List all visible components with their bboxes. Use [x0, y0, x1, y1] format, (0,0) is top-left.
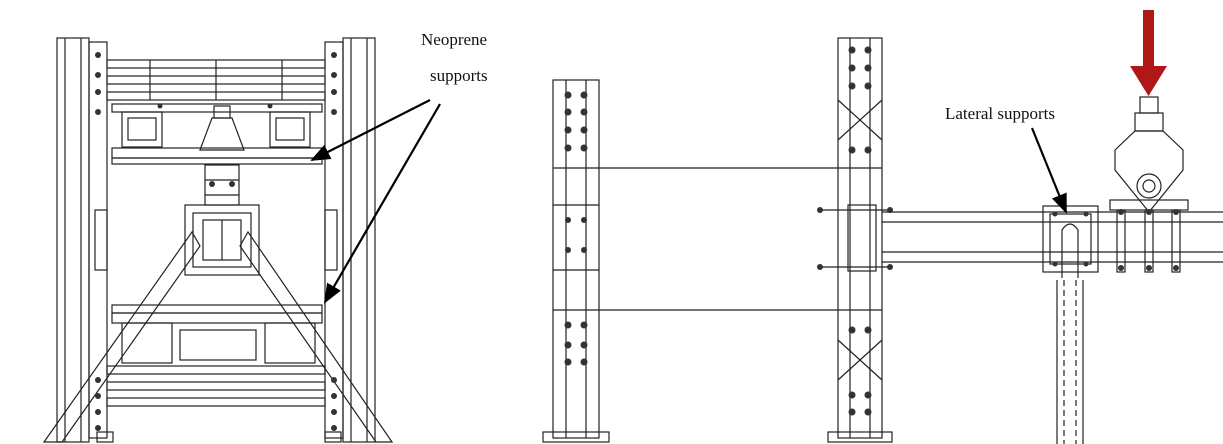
loading-beam-assembly [882, 96, 1223, 444]
elevation-bolts [564, 46, 893, 416]
centre-post [837, 37, 883, 439]
right-brace [239, 230, 394, 443]
lateral-support-clamp [1042, 205, 1099, 273]
left-post [552, 79, 600, 439]
loading-beam-bolts [1052, 209, 1179, 271]
neoprene-arrow-upper [310, 99, 431, 161]
end-view-bolts [95, 52, 337, 431]
left-brace [42, 230, 201, 443]
lateral-supports-label: Lateral supports [945, 104, 1055, 123]
specimen-box [184, 204, 260, 276]
annotation-arrows [310, 99, 1068, 304]
end-view-frame [42, 37, 394, 443]
right-column [342, 37, 376, 443]
neoprene-label-line2: supports [430, 66, 488, 85]
load-arrow-icon [1130, 10, 1167, 96]
load-clevis [1114, 130, 1184, 213]
neoprene-arrow-lower [324, 103, 441, 304]
neoprene-label-line1: Neoprene [421, 30, 488, 49]
lateral-support-arrow [1030, 127, 1068, 214]
side-elevation [542, 37, 893, 443]
left-column [56, 37, 90, 443]
